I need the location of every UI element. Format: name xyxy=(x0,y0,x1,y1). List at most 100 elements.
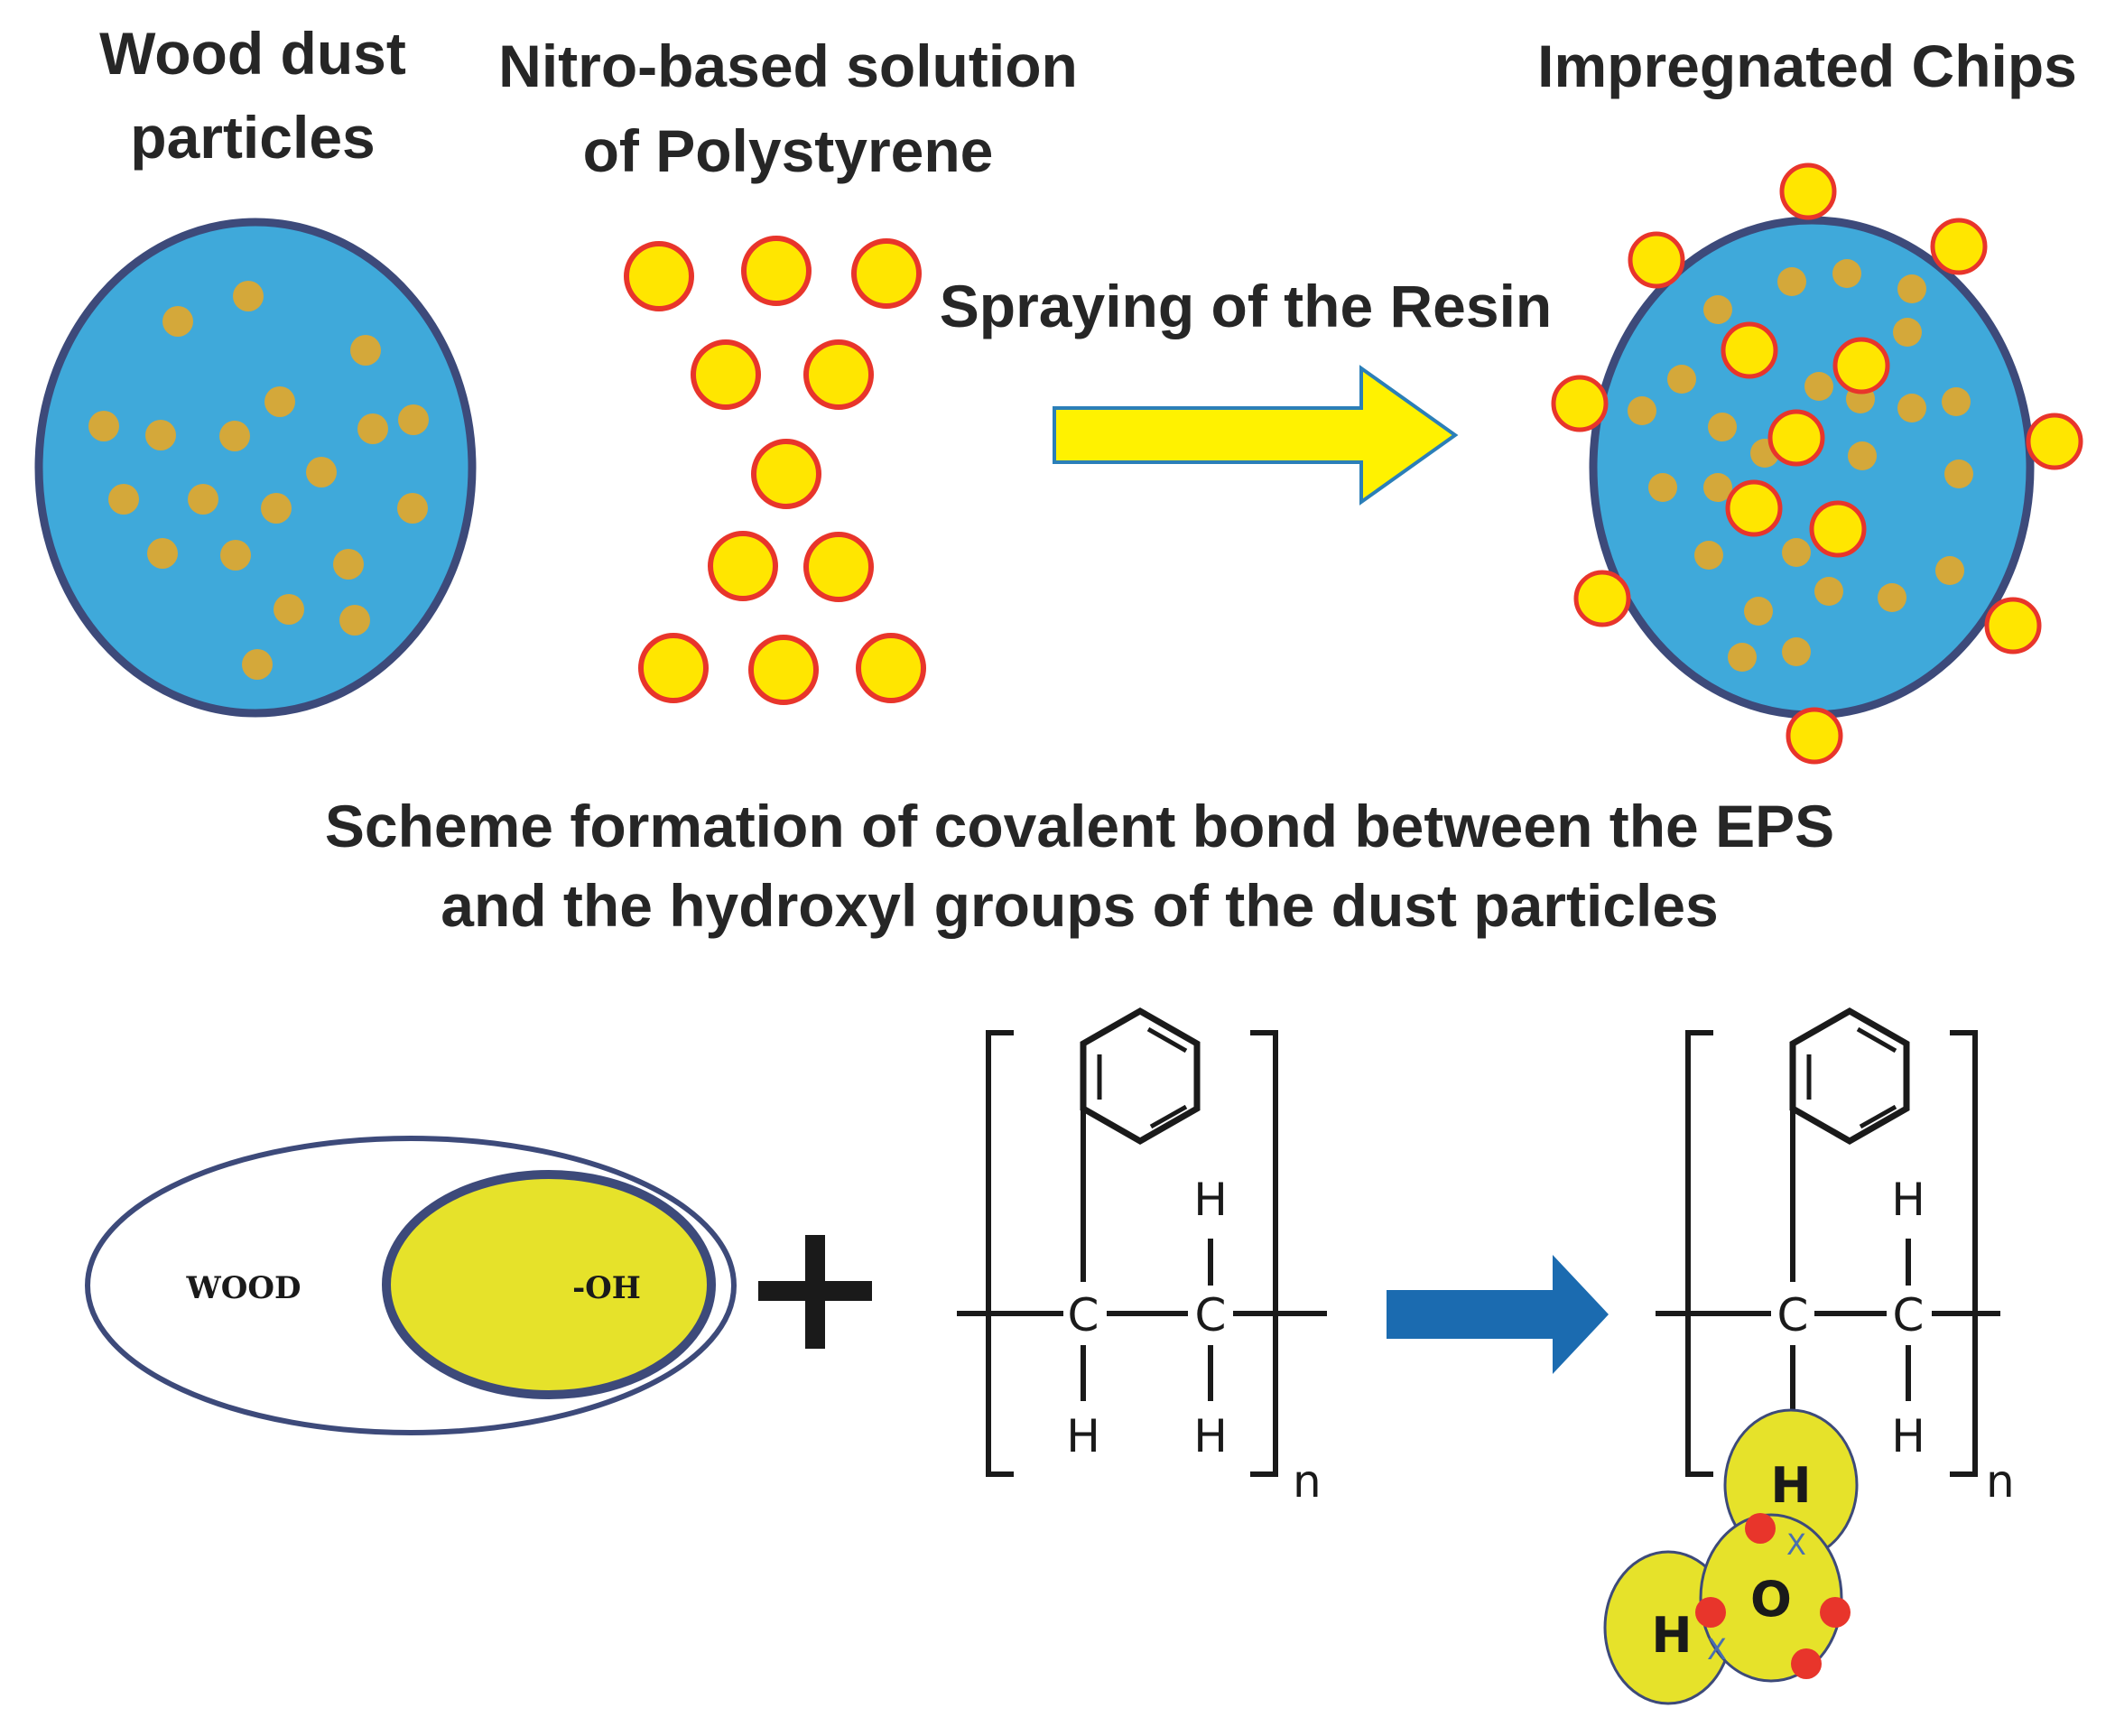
dust-dot xyxy=(306,457,337,487)
dust-dot xyxy=(398,404,429,435)
dust-dots-left xyxy=(88,281,429,680)
dust-dot xyxy=(274,594,304,625)
product-atom-h-bottom: H xyxy=(1891,1410,1925,1462)
dust-dot xyxy=(1944,460,1973,488)
resin-droplet xyxy=(708,531,778,601)
oh-label: -OH xyxy=(572,1270,641,1306)
dust-dot xyxy=(1703,295,1732,324)
wood-label: WOOD xyxy=(186,1270,301,1306)
dust-dot xyxy=(339,605,370,636)
product-atom-c2: C xyxy=(1893,1289,1925,1341)
dust-dot xyxy=(219,421,250,451)
dust-dot xyxy=(1832,259,1861,288)
electron-dot xyxy=(1695,1597,1726,1628)
dust-dot xyxy=(1782,637,1811,666)
water-molecule: H O H X X xyxy=(1603,1408,1859,1705)
dust-dot xyxy=(1848,441,1877,470)
atom-h-bottom2: H xyxy=(1193,1410,1228,1462)
dust-dot xyxy=(1893,318,1922,347)
resin-droplet xyxy=(691,339,761,410)
scheme-title-line1: Scheme formation of covalent bond betwee… xyxy=(325,793,1834,859)
dust-dot xyxy=(1728,643,1757,672)
label-spraying: Spraying of the Resin xyxy=(940,273,1552,339)
dust-dot xyxy=(1804,372,1833,401)
dust-dot xyxy=(233,281,264,311)
water-o: O xyxy=(1750,1571,1792,1628)
label-wood-dust-line1: Wood dust xyxy=(99,20,406,87)
resin-droplet xyxy=(741,236,812,306)
dust-dot xyxy=(1878,583,1906,612)
atom-c2: C xyxy=(1195,1289,1227,1341)
polystyrene-atoms: C C H H H n xyxy=(1066,1174,1322,1508)
dust-dot xyxy=(1667,365,1696,394)
dust-dot xyxy=(108,484,139,515)
x-mark-top: X xyxy=(1786,1527,1806,1562)
dust-dot xyxy=(188,484,218,515)
dust-dot xyxy=(1648,473,1677,502)
resin-droplet xyxy=(1628,231,1685,289)
water-h-top: H xyxy=(1770,1457,1811,1514)
resin-droplet xyxy=(803,532,874,602)
spraying-arrow xyxy=(1053,365,1459,506)
atom-h-bottom1: H xyxy=(1066,1410,1100,1462)
scheme-title-line2: and the hydroxyl groups of the dust part… xyxy=(441,872,1719,939)
atom-c1: C xyxy=(1068,1289,1099,1341)
dust-dot xyxy=(397,493,428,524)
resin-droplet xyxy=(803,339,874,410)
label-wood-dust-line2: particles xyxy=(130,104,375,171)
reaction-arrow xyxy=(1387,1255,1609,1374)
dust-dot xyxy=(1814,577,1843,606)
dust-dot xyxy=(1782,538,1811,567)
resin-droplet xyxy=(1786,707,1843,765)
resin-droplet xyxy=(624,241,694,311)
dust-dot xyxy=(147,538,178,569)
dust-dot xyxy=(1935,556,1964,585)
resin-droplet xyxy=(1767,409,1825,467)
dust-dot xyxy=(350,335,381,366)
polystyrene-droplets xyxy=(624,236,926,705)
dust-dot xyxy=(1703,473,1732,502)
dust-dot xyxy=(261,493,292,524)
dust-dot xyxy=(333,549,364,580)
resin-on-chip xyxy=(1551,162,2083,765)
dust-dot xyxy=(1694,541,1723,570)
dust-dot xyxy=(1942,387,1971,416)
plus-sign xyxy=(758,1235,872,1349)
product-atom-h-top: H xyxy=(1891,1174,1925,1226)
dust-dot xyxy=(220,540,251,571)
resin-droplet xyxy=(638,633,709,703)
resin-droplet xyxy=(1551,375,1609,432)
resin-droplet xyxy=(751,439,821,509)
resin-droplet xyxy=(1721,321,1778,379)
electron-dot xyxy=(1820,1597,1851,1628)
label-nitro-line1: Nitro-based solution xyxy=(498,32,1078,99)
label-nitro-line2: of Polystyrene xyxy=(583,117,994,184)
product-atoms: C C H H n xyxy=(1777,1174,2015,1508)
wood-oh-diagram: WOOD -OH xyxy=(85,1136,737,1435)
electron-dot xyxy=(1791,1648,1822,1679)
product-atom-c1: C xyxy=(1777,1289,1809,1341)
dust-dot xyxy=(1777,267,1806,296)
dust-dot xyxy=(242,649,273,680)
resin-droplet xyxy=(1832,337,1890,395)
resin-droplet xyxy=(748,635,819,705)
dust-dot xyxy=(1897,394,1926,422)
resin-droplet xyxy=(1779,162,1837,220)
resin-droplet xyxy=(856,633,926,703)
resin-droplet xyxy=(1984,597,2042,654)
dust-dot xyxy=(1708,413,1737,441)
product-unit xyxy=(1656,1007,2000,1477)
dust-dot xyxy=(1628,396,1656,425)
dust-dot xyxy=(1744,597,1773,626)
dust-dot xyxy=(162,306,193,337)
resin-droplet xyxy=(1809,500,1867,558)
polystyrene-unit xyxy=(957,1007,1327,1477)
dust-dots-right xyxy=(1628,259,1973,672)
dust-dot xyxy=(357,413,388,444)
resin-droplet xyxy=(1573,570,1631,627)
x-mark-left: X xyxy=(1707,1632,1727,1666)
resin-droplet xyxy=(1930,218,1988,275)
dust-dot xyxy=(1897,274,1926,303)
